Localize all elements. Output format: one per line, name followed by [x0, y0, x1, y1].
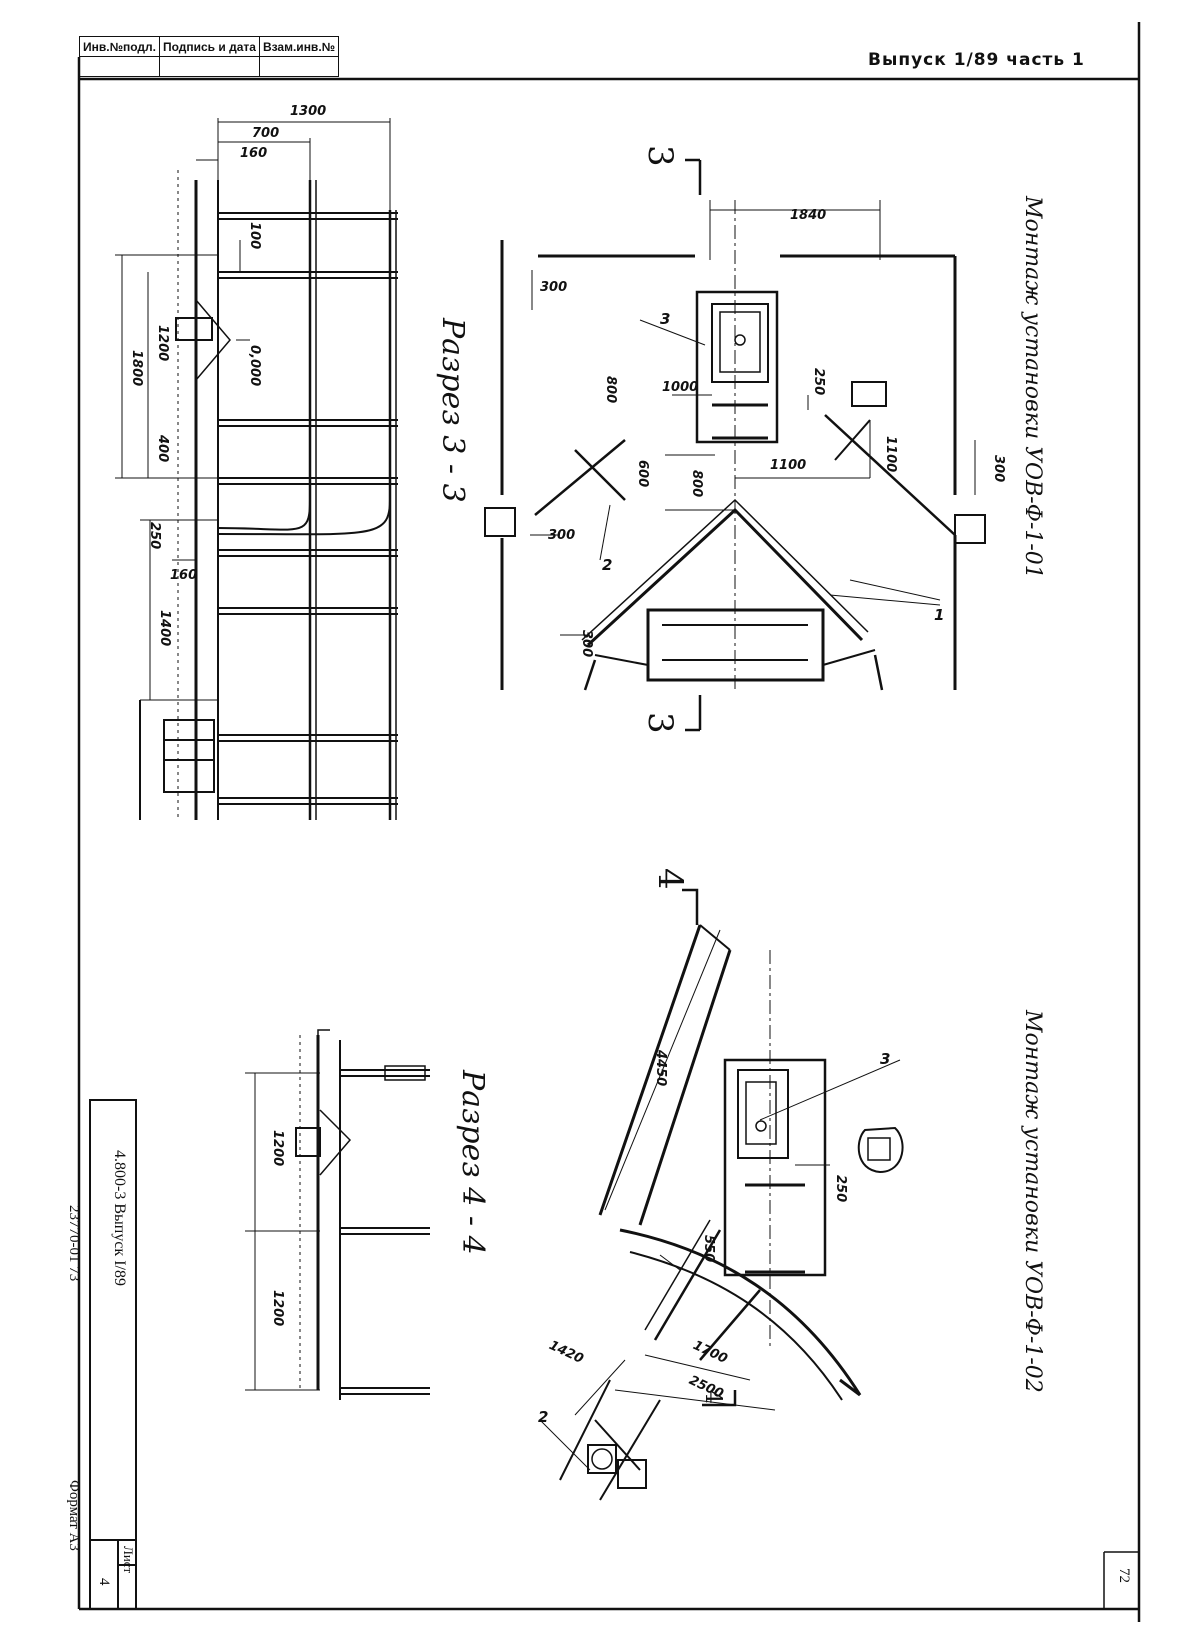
dim-300-a: 300	[540, 280, 568, 295]
dim-1100-b: 1100	[883, 436, 898, 473]
callout-3-bottom: 3	[880, 1050, 891, 1068]
title-block-sheet-label: Лист	[121, 1546, 136, 1574]
callout-2-top: 2	[602, 556, 613, 574]
dim-800-b: 800	[689, 470, 704, 498]
dim-1000: 1000	[662, 380, 699, 395]
dim-1840: 1840	[790, 208, 827, 223]
dim-level-zero: 0,000	[247, 345, 262, 387]
callout-2-bottom: 2	[538, 1408, 549, 1426]
dim-550: 550	[701, 1235, 716, 1263]
dim-300-c: 300	[579, 630, 594, 658]
dim-250-plan: 250	[811, 368, 826, 396]
dim-1200-section4-b: 1200	[270, 1290, 285, 1327]
dim-250-section: 250	[147, 522, 162, 550]
approval-stamp: Инв.№подл. Подпись и дата Взам.инв.№	[79, 36, 340, 77]
title-block-sheet-number: 4	[96, 1578, 112, 1586]
dim-160-bottom: 160	[170, 568, 198, 583]
dim-250-lower: 250	[833, 1175, 848, 1203]
title-block-code: 4.800-3 Выпуск I/89	[111, 1150, 128, 1286]
section-4-4-drawing	[245, 1029, 430, 1400]
dim-1400: 1400	[157, 610, 172, 647]
dim-800-a: 800	[603, 376, 618, 404]
title-uov-f-1-02: Монтаж установки УОВ-Ф-1-02	[1020, 1010, 1045, 1393]
title-block-number: 23770-01 73	[66, 1205, 82, 1282]
dim-400: 400	[155, 435, 170, 463]
dim-1800: 1800	[129, 350, 144, 387]
title-uov-f-1-01: Монтаж установки УОВ-Ф-1-01	[1020, 196, 1045, 579]
dim-1200-section4-a: 1200	[270, 1130, 285, 1167]
plan-uov-f-1-01-drawing	[484, 158, 986, 732]
section-4-4-label: Разрез 4 - 4	[455, 1070, 490, 1255]
section-marker-4-top: 4	[650, 868, 690, 890]
dim-600: 600	[635, 460, 650, 488]
section-3-3-drawing	[115, 118, 398, 820]
section-marker-3-top: 3	[640, 145, 680, 167]
dim-1200: 1200	[155, 325, 170, 362]
dim-1300: 1300	[290, 104, 327, 119]
callout-1: 1	[934, 606, 945, 624]
section-marker-3-bottom: 3	[640, 712, 680, 734]
dim-100: 100	[247, 222, 262, 250]
page-number: 72	[1116, 1568, 1132, 1583]
callout-3-top: 3	[660, 310, 671, 328]
title-block-format: Формат А3	[66, 1480, 82, 1551]
plan-uov-f-1-02-drawing	[539, 888, 904, 1501]
dim-700: 700	[252, 126, 280, 141]
dim-300-d: 300	[991, 455, 1006, 483]
dim-300-b: 300	[548, 528, 576, 543]
dim-4450: 4450	[653, 1050, 668, 1087]
title-block	[89, 1099, 137, 1610]
stamp-replacement-value	[258, 56, 340, 77]
issue-header: Выпуск 1/89 часть 1	[868, 50, 1085, 70]
dim-1100-a: 1100	[770, 458, 807, 473]
dim-160-top: 160	[240, 146, 268, 161]
section-3-3-label: Разрез 3 - 3	[435, 318, 470, 503]
